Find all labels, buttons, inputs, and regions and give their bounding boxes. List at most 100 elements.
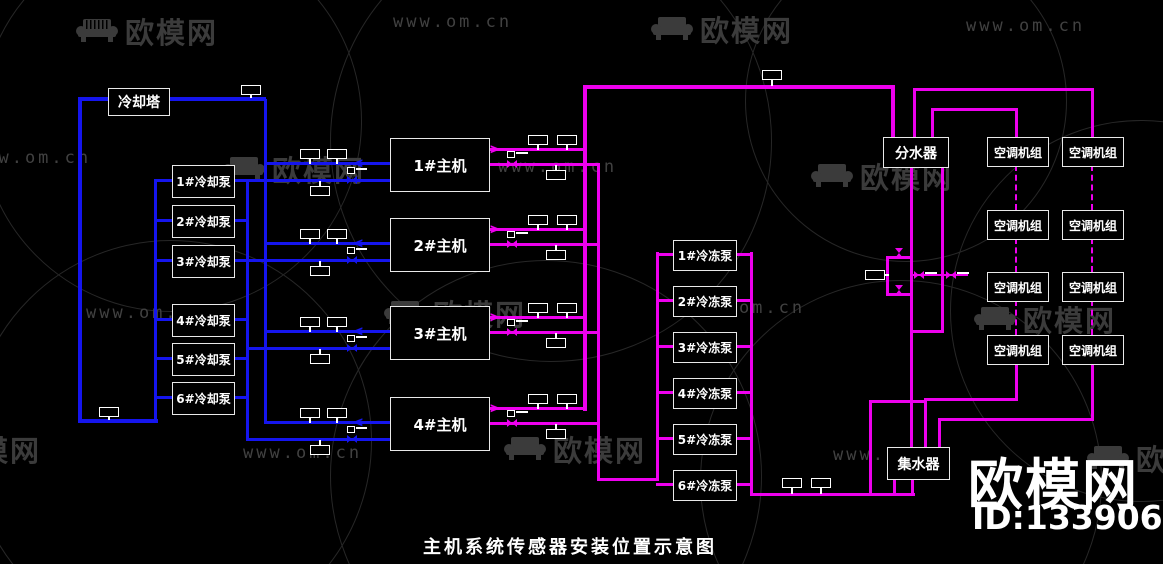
pipe-segment (264, 330, 390, 333)
flow-arrow-icon: < (354, 234, 364, 252)
pipe-segment (488, 148, 585, 151)
valve-icon (946, 271, 956, 279)
valve-icon (895, 248, 903, 258)
valve-icon (507, 160, 517, 168)
pipe-segment (488, 243, 599, 246)
valve-icon (895, 285, 903, 295)
pipe-segment (910, 274, 968, 276)
pipe-segment (656, 299, 673, 302)
sensor-icon (865, 270, 889, 280)
sofa-icon (1087, 446, 1129, 469)
pipe-segment (931, 108, 934, 137)
brand-watermark-text: 欧模网 (125, 16, 219, 50)
dashed-riser (1091, 165, 1093, 210)
cooling-pump-box: 4#冷却泵 (172, 304, 235, 337)
dashed-riser (1015, 165, 1017, 210)
brand-watermark: 欧模网 (75, 10, 218, 52)
pipe-segment (924, 398, 927, 447)
pipe-segment (750, 252, 753, 496)
ahu-label: 空调机组 (1068, 343, 1117, 358)
pipe-segment (735, 299, 752, 302)
sensor-icon (546, 424, 566, 439)
valve-icon (914, 271, 924, 279)
brand-watermark: 欧模网 (0, 428, 41, 470)
valve-tag (516, 411, 528, 413)
pipe-segment (78, 97, 82, 423)
pipe-segment (1015, 363, 1018, 401)
brand-watermark-text: 欧模网 (0, 434, 42, 468)
sensor-icon (528, 135, 548, 150)
sensor-icon (310, 349, 330, 364)
sensor-icon (528, 215, 548, 230)
pipe-segment (891, 85, 895, 137)
ahu-label: 空调机组 (1068, 145, 1117, 160)
valve-tag (957, 272, 969, 274)
sofa-icon (76, 19, 118, 42)
pipe-segment (233, 318, 248, 321)
dashed-riser (1015, 238, 1017, 272)
sensor-icon (557, 303, 577, 318)
pipe-segment (656, 252, 659, 481)
valve-tag (925, 272, 937, 274)
valve-icon (507, 319, 515, 326)
pipe-segment (233, 396, 248, 399)
sensor-icon (327, 149, 347, 164)
chiller-label: 3#主机 (413, 324, 467, 343)
valve-icon (507, 419, 517, 427)
chilled-pump-label: 4#冷冻泵 (677, 387, 733, 401)
pipe-segment (924, 398, 1018, 401)
ahu-box: 空调机组 (1062, 137, 1124, 167)
pipe-segment (583, 85, 587, 411)
valve-icon (507, 151, 515, 158)
sensor-icon (546, 165, 566, 180)
sofa-icon (974, 307, 1016, 330)
brand-watermark-text: 欧模网 (1023, 304, 1117, 338)
cooling-pump-label: 2#冷却泵 (176, 215, 231, 229)
pipe-segment (154, 179, 172, 182)
pipe-segment (656, 391, 673, 394)
pipe-segment (886, 256, 889, 296)
sensor-icon (310, 440, 330, 455)
flow-arrow-icon: > (490, 140, 500, 158)
chilled-pump-box: 1#冷冻泵 (673, 240, 737, 271)
pipe-segment (488, 316, 585, 319)
chiller-box: 2#主机 (390, 218, 490, 272)
pipe-segment (913, 88, 1094, 91)
sensor-icon (99, 407, 119, 420)
sensor-icon (762, 70, 782, 86)
url-watermark: www.om.cn (243, 443, 363, 463)
ahu-label: 空调机组 (1068, 280, 1117, 295)
sensor-icon (300, 317, 320, 332)
sofa-icon (651, 17, 693, 40)
pipe-segment (913, 88, 916, 137)
pipe-segment (488, 331, 599, 334)
dashed-riser (1091, 238, 1093, 272)
pipe-segment (246, 347, 390, 350)
brand-watermark-text: 欧模网 (700, 14, 794, 48)
ahu-box: 空调机组 (987, 335, 1049, 365)
flow-arrow-icon: > (490, 220, 500, 238)
flow-arrow-icon: > (490, 399, 500, 417)
pipe-segment (750, 493, 915, 496)
pipe-segment (233, 179, 248, 182)
cooling-pump-label: 6#冷却泵 (176, 392, 231, 406)
pipe-segment (735, 483, 752, 486)
sensor-icon (310, 181, 330, 196)
valve-tag (356, 427, 367, 429)
pipe-segment (656, 483, 673, 486)
pipe-segment (264, 421, 390, 424)
distributor-box: 分水器 (883, 137, 949, 168)
pipe-segment (246, 259, 390, 262)
brand-watermark: 欧模网 (973, 298, 1116, 340)
pipe-segment (1091, 363, 1094, 420)
chiller-label: 1#主机 (413, 156, 467, 175)
valve-icon (507, 328, 517, 336)
sensor-icon (557, 215, 577, 230)
chilled-pump-label: 1#冷冻泵 (677, 249, 733, 263)
chilled-pump-label: 3#冷冻泵 (677, 341, 733, 355)
collector-label: 集水器 (897, 456, 940, 473)
brand-watermark-large: 欧模网 (968, 453, 1140, 517)
collector-box: 集水器 (887, 447, 950, 480)
pipe-segment (154, 357, 172, 360)
sensor-icon (782, 478, 802, 494)
